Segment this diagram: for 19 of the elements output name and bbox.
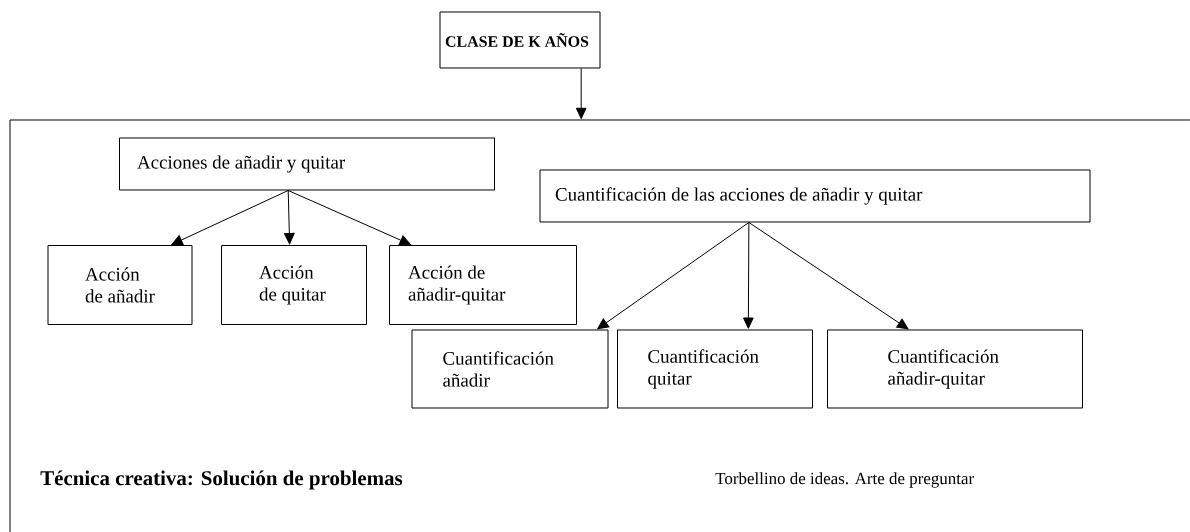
concept-box: Cuantificación de las acciones de añadir y quitar [539,169,1091,223]
title-box: CLASE DE K AÑOS [439,11,601,69]
concept-box: Acción de añadir [47,245,193,325]
arrow [287,190,411,246]
concept-box: Cuantificación quitar [617,329,813,409]
concept-box: Acción de quitar [221,245,367,325]
note-text: Torbellino de ideas. Arte de preguntar [715,472,974,488]
arrow [284,190,295,245]
arrow [171,190,289,246]
concept-box: Cuantificación añadir [411,329,609,409]
heading-text: Técnica creativa: Solución de problemas [40,470,403,490]
concept-box: Acción de añadir-quitar [389,245,577,325]
arrow [575,68,587,120]
arrow [748,222,909,330]
concept-box: Cuantificación añadir-quitar [827,329,1083,409]
frame-box [9,119,1190,532]
arrow [743,222,754,329]
arrow [597,222,750,330]
concept-box: Acciones de añadir y quitar [119,137,495,191]
